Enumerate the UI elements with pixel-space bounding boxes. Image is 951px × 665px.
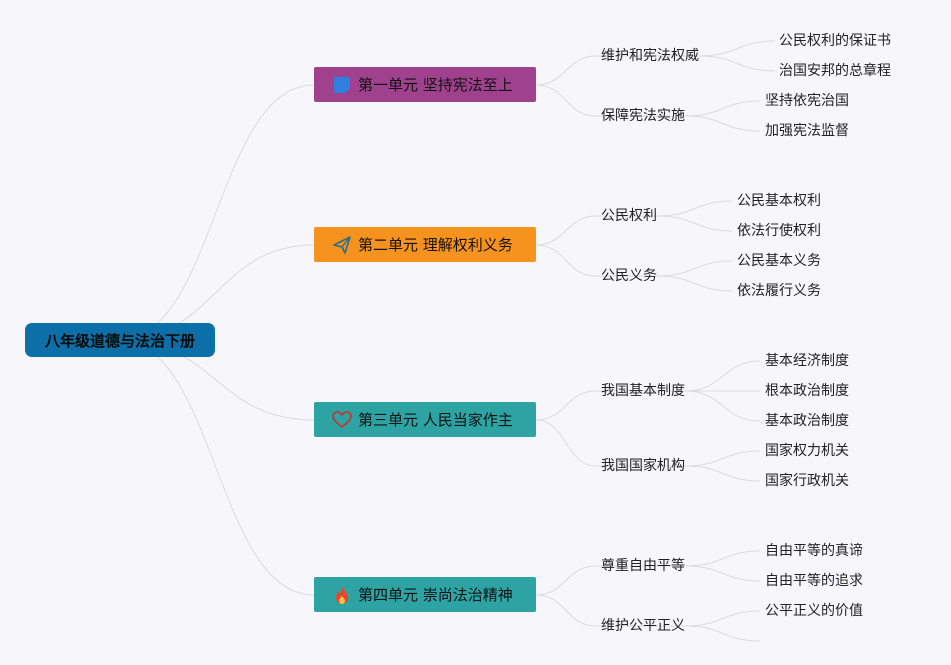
leaf-label[interactable]: 基本经济制度 bbox=[765, 353, 849, 369]
unit-to-topic-link bbox=[535, 594, 597, 627]
unit-to-topic-link bbox=[535, 215, 597, 246]
topic-to-leaf-link bbox=[685, 565, 761, 582]
unit-to-topic-link bbox=[535, 419, 597, 467]
paper-plane-icon bbox=[332, 235, 352, 255]
topic-label[interactable]: 公民权利 bbox=[601, 208, 657, 224]
topic-to-leaf-link bbox=[699, 55, 776, 72]
topic-label[interactable]: 我国基本制度 bbox=[601, 383, 685, 399]
unit-node-1[interactable]: 第一单元 坚持宪法至上 bbox=[314, 67, 536, 102]
unit-node-4[interactable]: 第四单元 崇尚法治精神 bbox=[314, 577, 536, 612]
leaf-label[interactable]: 自由平等的真谛 bbox=[765, 543, 863, 559]
flag-icon bbox=[332, 75, 352, 95]
topic-label[interactable]: 我国国家机构 bbox=[601, 458, 685, 474]
root-node[interactable]: 八年级道德与法治下册 bbox=[25, 323, 215, 357]
topic-label[interactable]: 维护和宪法权威 bbox=[601, 48, 699, 64]
unit-to-topic-link bbox=[535, 84, 597, 117]
unit-to-topic-link bbox=[535, 565, 597, 596]
topic-label[interactable]: 公民义务 bbox=[601, 268, 657, 284]
leaf-label[interactable]: 加强宪法监督 bbox=[765, 123, 849, 139]
topic-to-leaf-link bbox=[685, 450, 761, 467]
topic-to-leaf-link bbox=[699, 40, 776, 57]
leaf-label[interactable]: 坚持依宪治国 bbox=[765, 93, 849, 109]
topic-to-leaf-link bbox=[685, 390, 761, 422]
leaf-label[interactable]: 国家权力机关 bbox=[765, 443, 849, 459]
leaf-label[interactable]: 公民权利的保证书 bbox=[779, 33, 891, 49]
leaf-label[interactable]: 根本政治制度 bbox=[765, 383, 849, 399]
root-to-unit-link bbox=[117, 84, 315, 341]
topic-to-leaf-link bbox=[657, 215, 733, 232]
topic-to-leaf-link bbox=[657, 200, 733, 217]
topic-to-leaf-link bbox=[685, 465, 761, 482]
topic-to-leaf-link bbox=[685, 100, 761, 117]
leaf-label[interactable]: 自由平等的追求 bbox=[765, 573, 863, 589]
leaf-label[interactable]: 公平正义的价值 bbox=[765, 603, 863, 619]
leaf-label[interactable]: 治国安邦的总章程 bbox=[779, 63, 891, 79]
topic-to-leaf-link bbox=[657, 260, 733, 277]
unit-label: 第四单元 崇尚法治精神 bbox=[358, 586, 513, 604]
topic-to-leaf-link bbox=[657, 275, 733, 292]
unit-to-topic-link bbox=[535, 244, 597, 277]
topic-to-leaf-link bbox=[685, 625, 761, 642]
topic-to-leaf-link bbox=[685, 360, 761, 392]
unit-label: 第三单元 人民当家作主 bbox=[358, 411, 513, 429]
heart-icon bbox=[332, 410, 352, 430]
unit-node-2[interactable]: 第二单元 理解权利义务 bbox=[314, 227, 536, 262]
leaf-label[interactable]: 公民基本权利 bbox=[737, 193, 821, 209]
topic-to-leaf-link bbox=[685, 550, 761, 567]
topic-to-leaf-link bbox=[685, 115, 761, 132]
fire-icon bbox=[332, 585, 352, 605]
leaf-label[interactable]: 依法履行义务 bbox=[737, 283, 821, 299]
topic-label[interactable]: 保障宪法实施 bbox=[601, 108, 685, 124]
root-to-unit-link bbox=[117, 339, 315, 596]
topic-label[interactable]: 尊重自由平等 bbox=[601, 558, 685, 574]
unit-label: 第一单元 坚持宪法至上 bbox=[358, 76, 513, 94]
unit-node-3[interactable]: 第三单元 人民当家作主 bbox=[314, 402, 536, 437]
leaf-label[interactable]: 依法行使权利 bbox=[737, 223, 821, 239]
unit-to-topic-link bbox=[535, 390, 597, 421]
unit-label: 第二单元 理解权利义务 bbox=[358, 236, 513, 254]
unit-to-topic-link bbox=[535, 55, 597, 86]
leaf-label[interactable]: 公民基本义务 bbox=[737, 253, 821, 269]
leaf-label[interactable]: 基本政治制度 bbox=[765, 413, 849, 429]
topic-label[interactable]: 维护公平正义 bbox=[601, 618, 685, 634]
leaf-label[interactable]: 国家行政机关 bbox=[765, 473, 849, 489]
topic-to-leaf-link bbox=[685, 610, 761, 627]
